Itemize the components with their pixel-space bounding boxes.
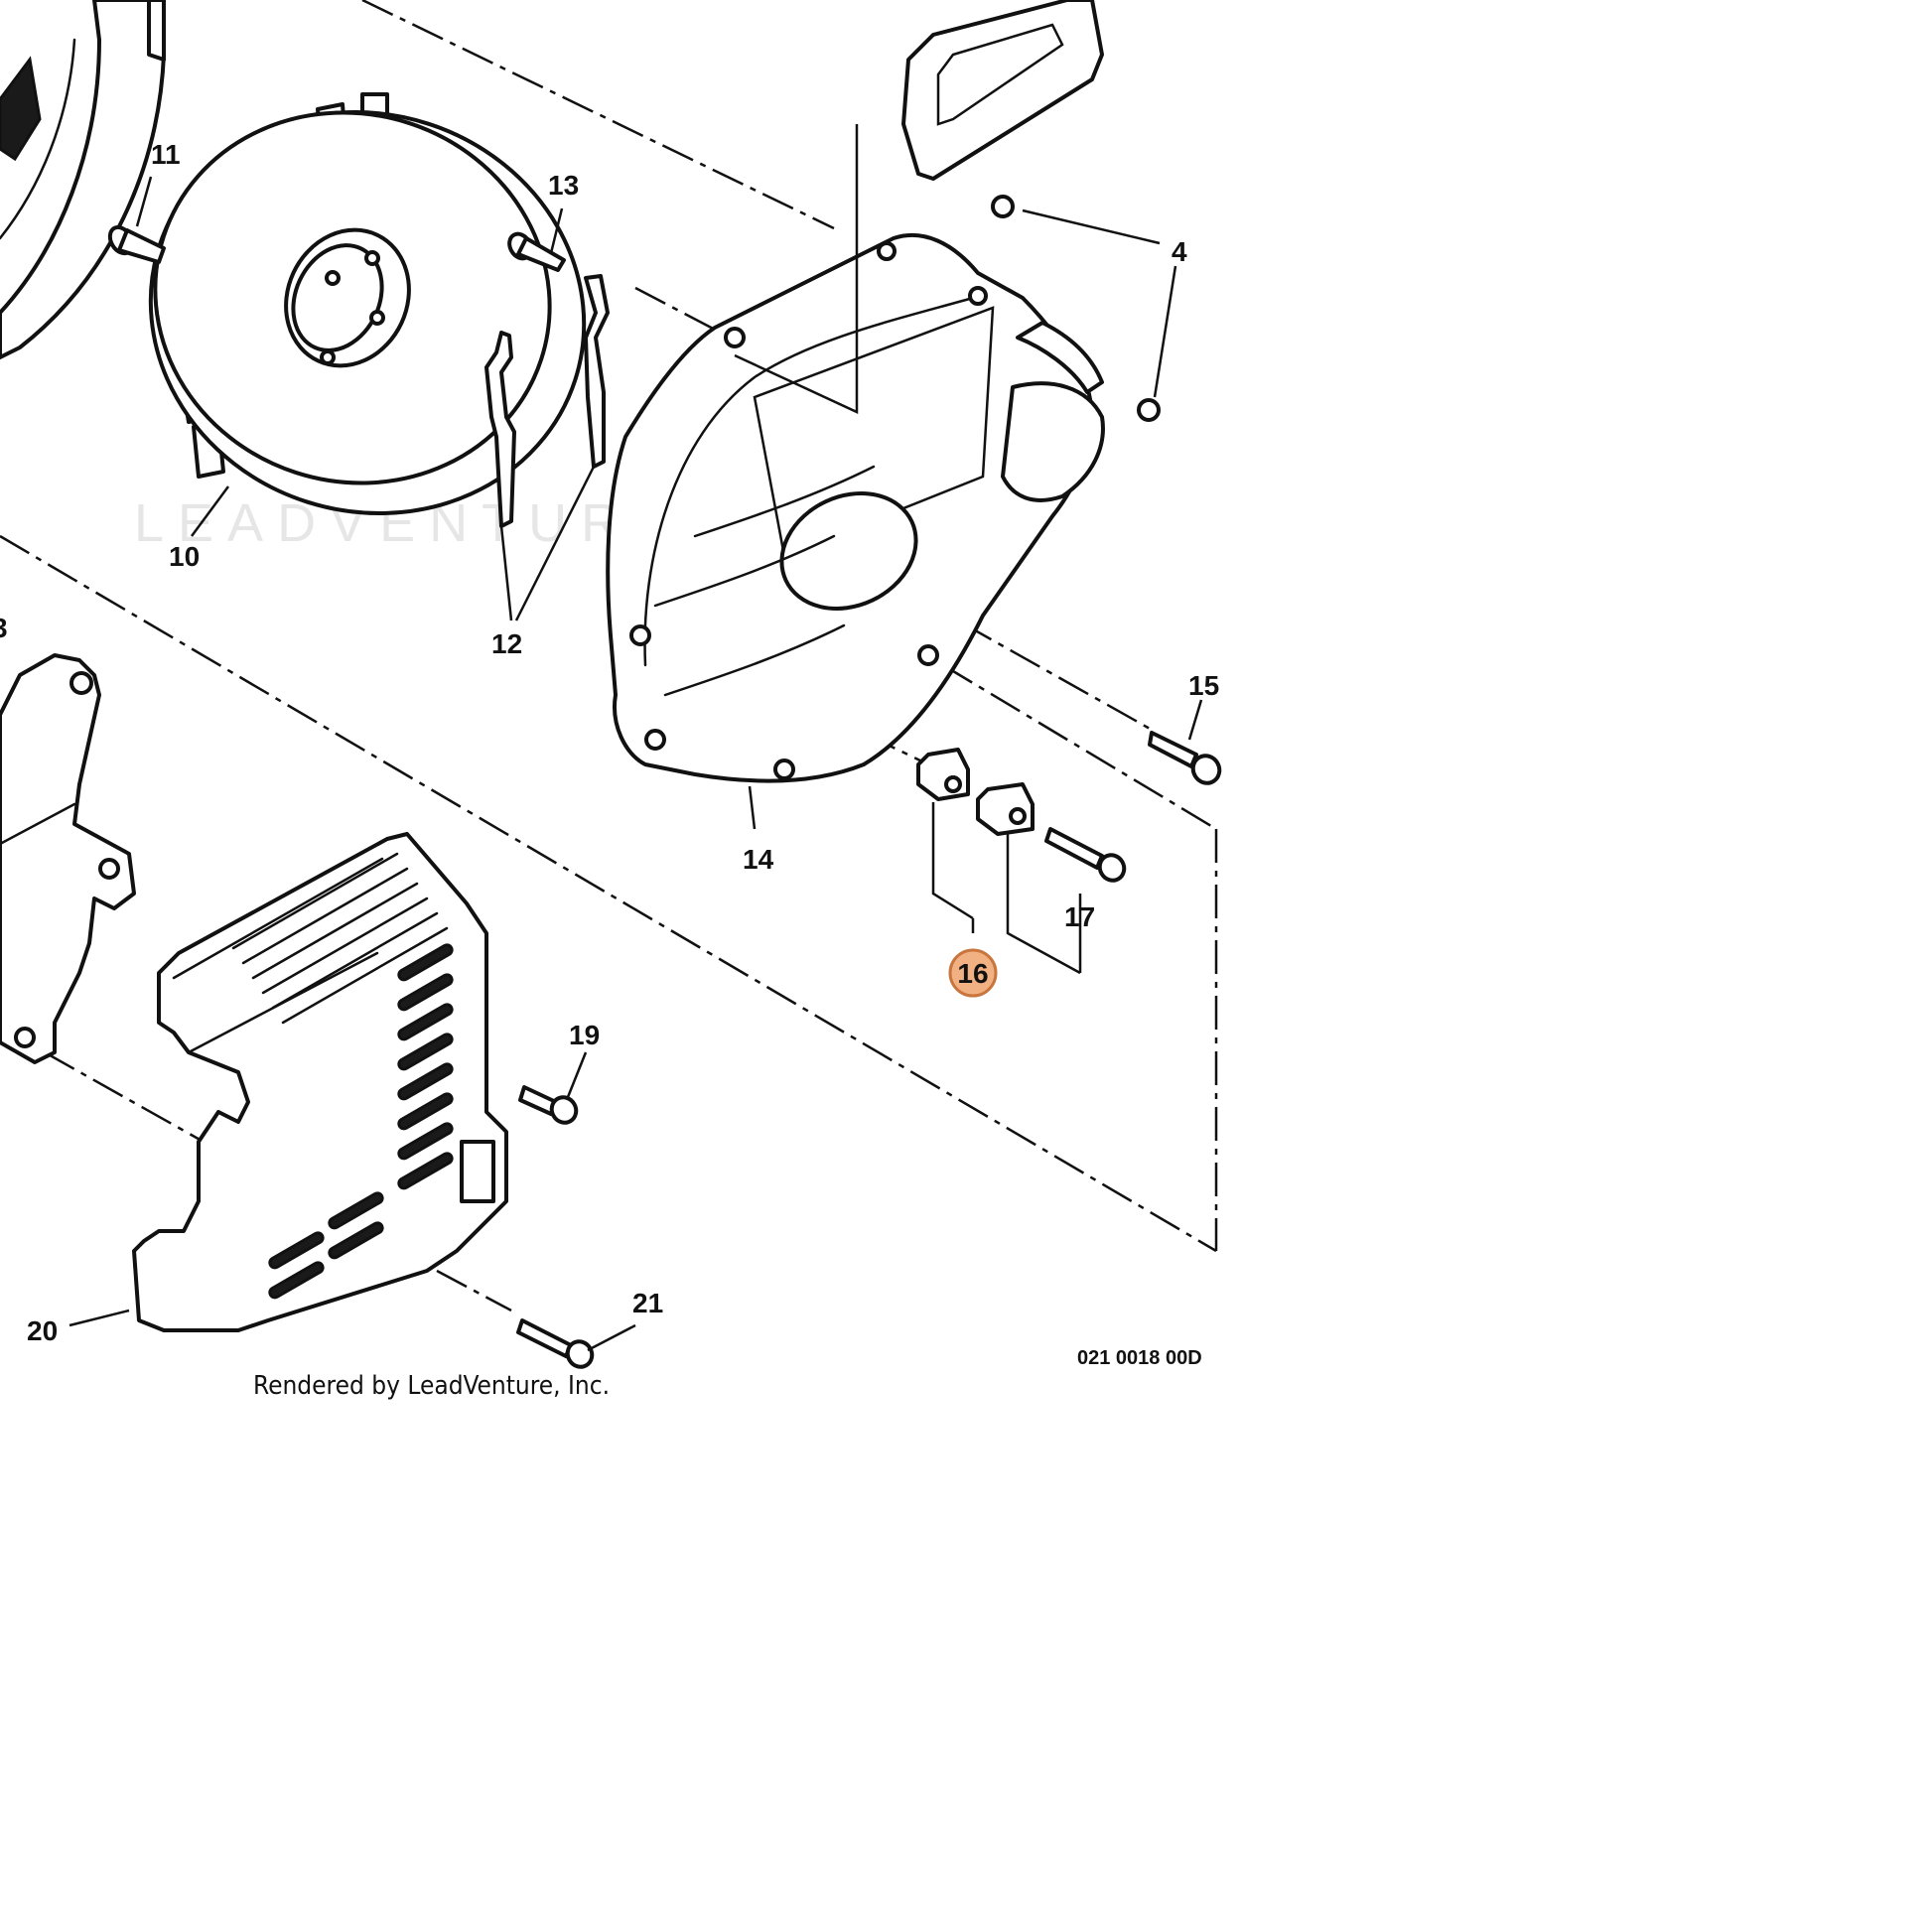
callout-13[interactable]: 13: [548, 170, 579, 201]
callout-21[interactable]: 21: [632, 1288, 663, 1318]
callout-15[interactable]: 15: [1188, 670, 1219, 701]
callout-3[interactable]: 3: [0, 613, 8, 643]
callout-11[interactable]: 11: [151, 139, 181, 170]
part-3-side-bracket: [0, 653, 136, 1064]
callout-16-badge: [948, 948, 998, 998]
part-11-screw: [107, 224, 166, 264]
render-credit: Rendered by LeadVenture, Inc.: [253, 1371, 610, 1401]
part-21-screw: [516, 1318, 595, 1369]
callout-20[interactable]: 20: [27, 1315, 58, 1346]
callout-17[interactable]: 17: [1064, 901, 1095, 932]
part-14-fan-housing: [606, 232, 1105, 783]
callout-16-highlight[interactable]: 16: [948, 948, 998, 998]
part-17-screw: [1044, 827, 1127, 883]
callout-16[interactable]: 16: [957, 958, 988, 989]
leader-lines: [69, 124, 1203, 1352]
part-20-cylinder-shroud: [132, 832, 508, 1332]
callout-12[interactable]: 12: [491, 628, 522, 659]
part-10-fan-wheel: [148, 92, 587, 515]
part-12-brackets: [484, 274, 610, 528]
part-15-screw: [1148, 731, 1222, 785]
part-4-top-bracket: [901, 0, 1161, 422]
part-16-clips: [916, 748, 1035, 836]
part-19-screw: [518, 1085, 579, 1125]
callout-14[interactable]: 14: [743, 844, 774, 875]
diagram-code: 021 0018 00D: [1077, 1347, 1202, 1369]
callout-19[interactable]: 19: [569, 1020, 600, 1050]
callout-4[interactable]: 4: [1172, 236, 1187, 267]
callout-10[interactable]: 10: [169, 541, 200, 572]
part-housing-top-left: [0, 0, 166, 359]
